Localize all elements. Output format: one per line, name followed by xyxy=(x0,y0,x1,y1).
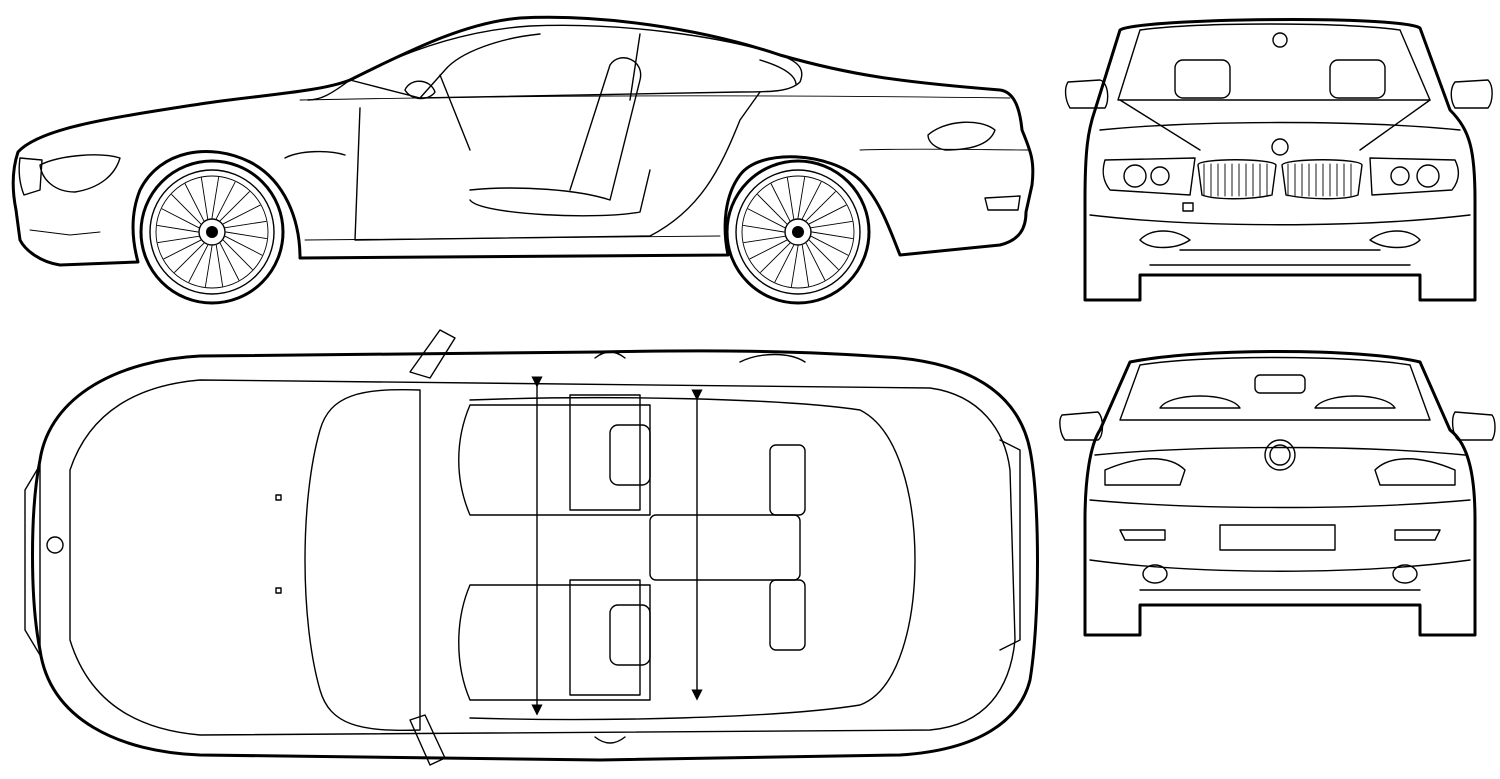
rear-view xyxy=(1059,350,1496,637)
front-view xyxy=(1064,18,1493,302)
top-view xyxy=(24,329,1039,766)
side-view xyxy=(11,15,1035,305)
